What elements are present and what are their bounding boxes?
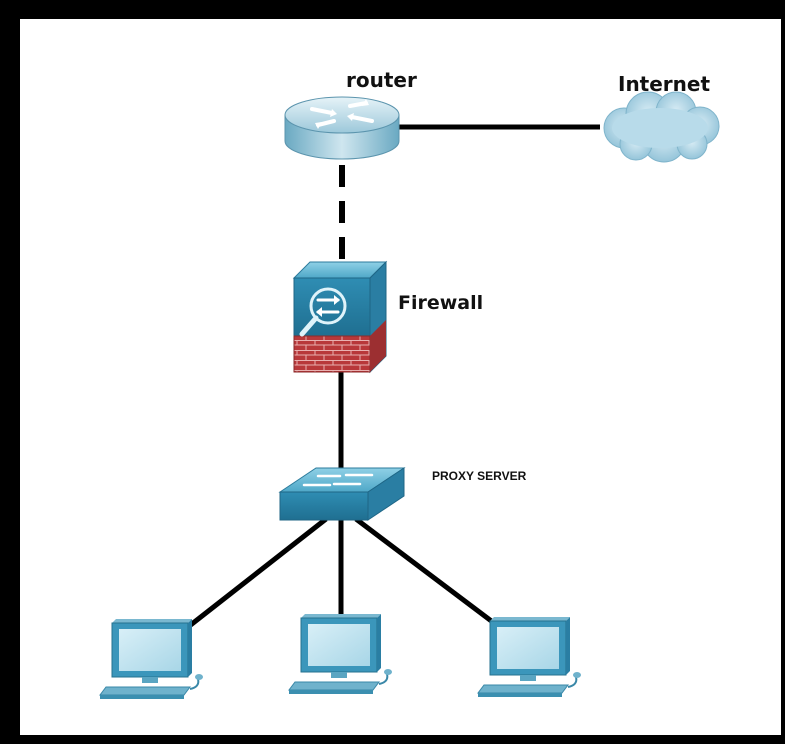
firewall-label: Firewall xyxy=(398,292,484,314)
pc-icon xyxy=(99,619,203,699)
router-icon xyxy=(284,96,400,160)
pc-icon xyxy=(477,617,581,697)
pc-icon xyxy=(288,614,392,694)
firewall-icon xyxy=(292,260,388,374)
link-proxy-pc-3 xyxy=(354,517,496,625)
router-label: router xyxy=(346,68,417,92)
switch-icon xyxy=(278,467,406,521)
proxy-server-label: PROXY SERVER xyxy=(432,469,527,483)
cloud-icon xyxy=(603,91,720,163)
link-proxy-pc-1 xyxy=(186,517,328,629)
internet-label: Internet xyxy=(618,72,711,96)
